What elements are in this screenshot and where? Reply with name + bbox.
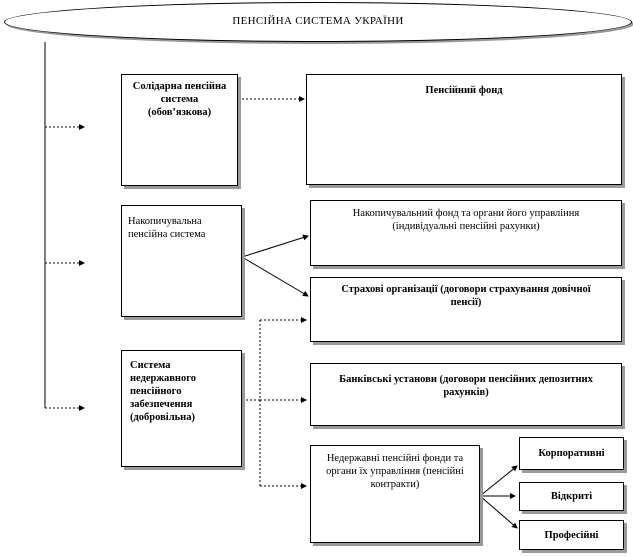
insurance-label: Страхові організації (договори страхуван… (341, 284, 591, 308)
accumulation-fund-label: Накопичувальний фонд та органи його упра… (352, 208, 580, 232)
box-banks: Банківські установи (договори пенсійних … (310, 363, 622, 426)
title-ellipse: ПЕНСІЙНА СИСТЕМА УКРАЇНИ (4, 2, 632, 42)
professional-label: Професійні (544, 530, 599, 541)
box-solidarna: Солідарна пенсійна система (обов’язкова) (121, 74, 238, 186)
box-pension-fund: Пенсійний фонд (306, 74, 622, 185)
box-professional: Професійні (519, 520, 624, 550)
pension-fund-label: Пенсійний фонд (425, 85, 503, 96)
open-label: Відкриті (550, 491, 593, 502)
corporate-label: Корпоративні (538, 448, 605, 459)
box-corporate: Корпоративні (519, 437, 624, 470)
diagram-title: ПЕНСІЙНА СИСТЕМА УКРАЇНИ (232, 15, 404, 27)
arrow-to-insurance (241, 256, 309, 297)
nakopychuvalna-label: Накопичувальна пенсійна система (128, 216, 206, 240)
npf-label: Недержавні пенсійні фонди та органи їх у… (326, 453, 464, 490)
box-npf: Недержавні пенсійні фонди та органи їх у… (310, 445, 480, 543)
box-nederzhavna: Система недержавного пенсійного забезпеч… (121, 350, 242, 467)
box-insurance: Страхові організації (договори страхуван… (310, 277, 622, 342)
arrow-to-professional (479, 495, 518, 529)
banks-label: Банківські установи (договори пенсійних … (339, 374, 593, 398)
arrow-to-corporate (479, 465, 518, 497)
solidarna-label: Солідарна пенсійна система (обов’язкова) (132, 81, 227, 118)
box-open: Відкриті (519, 482, 624, 511)
box-nakopychuvalna: Накопичувальна пенсійна система (121, 205, 242, 317)
nederzhavna-label: Система недержавного пенсійного забезпеч… (130, 360, 196, 423)
box-accumulation-fund: Накопичувальний фонд та органи його упра… (310, 200, 622, 266)
arrow-to-accumulation-fund (241, 234, 309, 258)
